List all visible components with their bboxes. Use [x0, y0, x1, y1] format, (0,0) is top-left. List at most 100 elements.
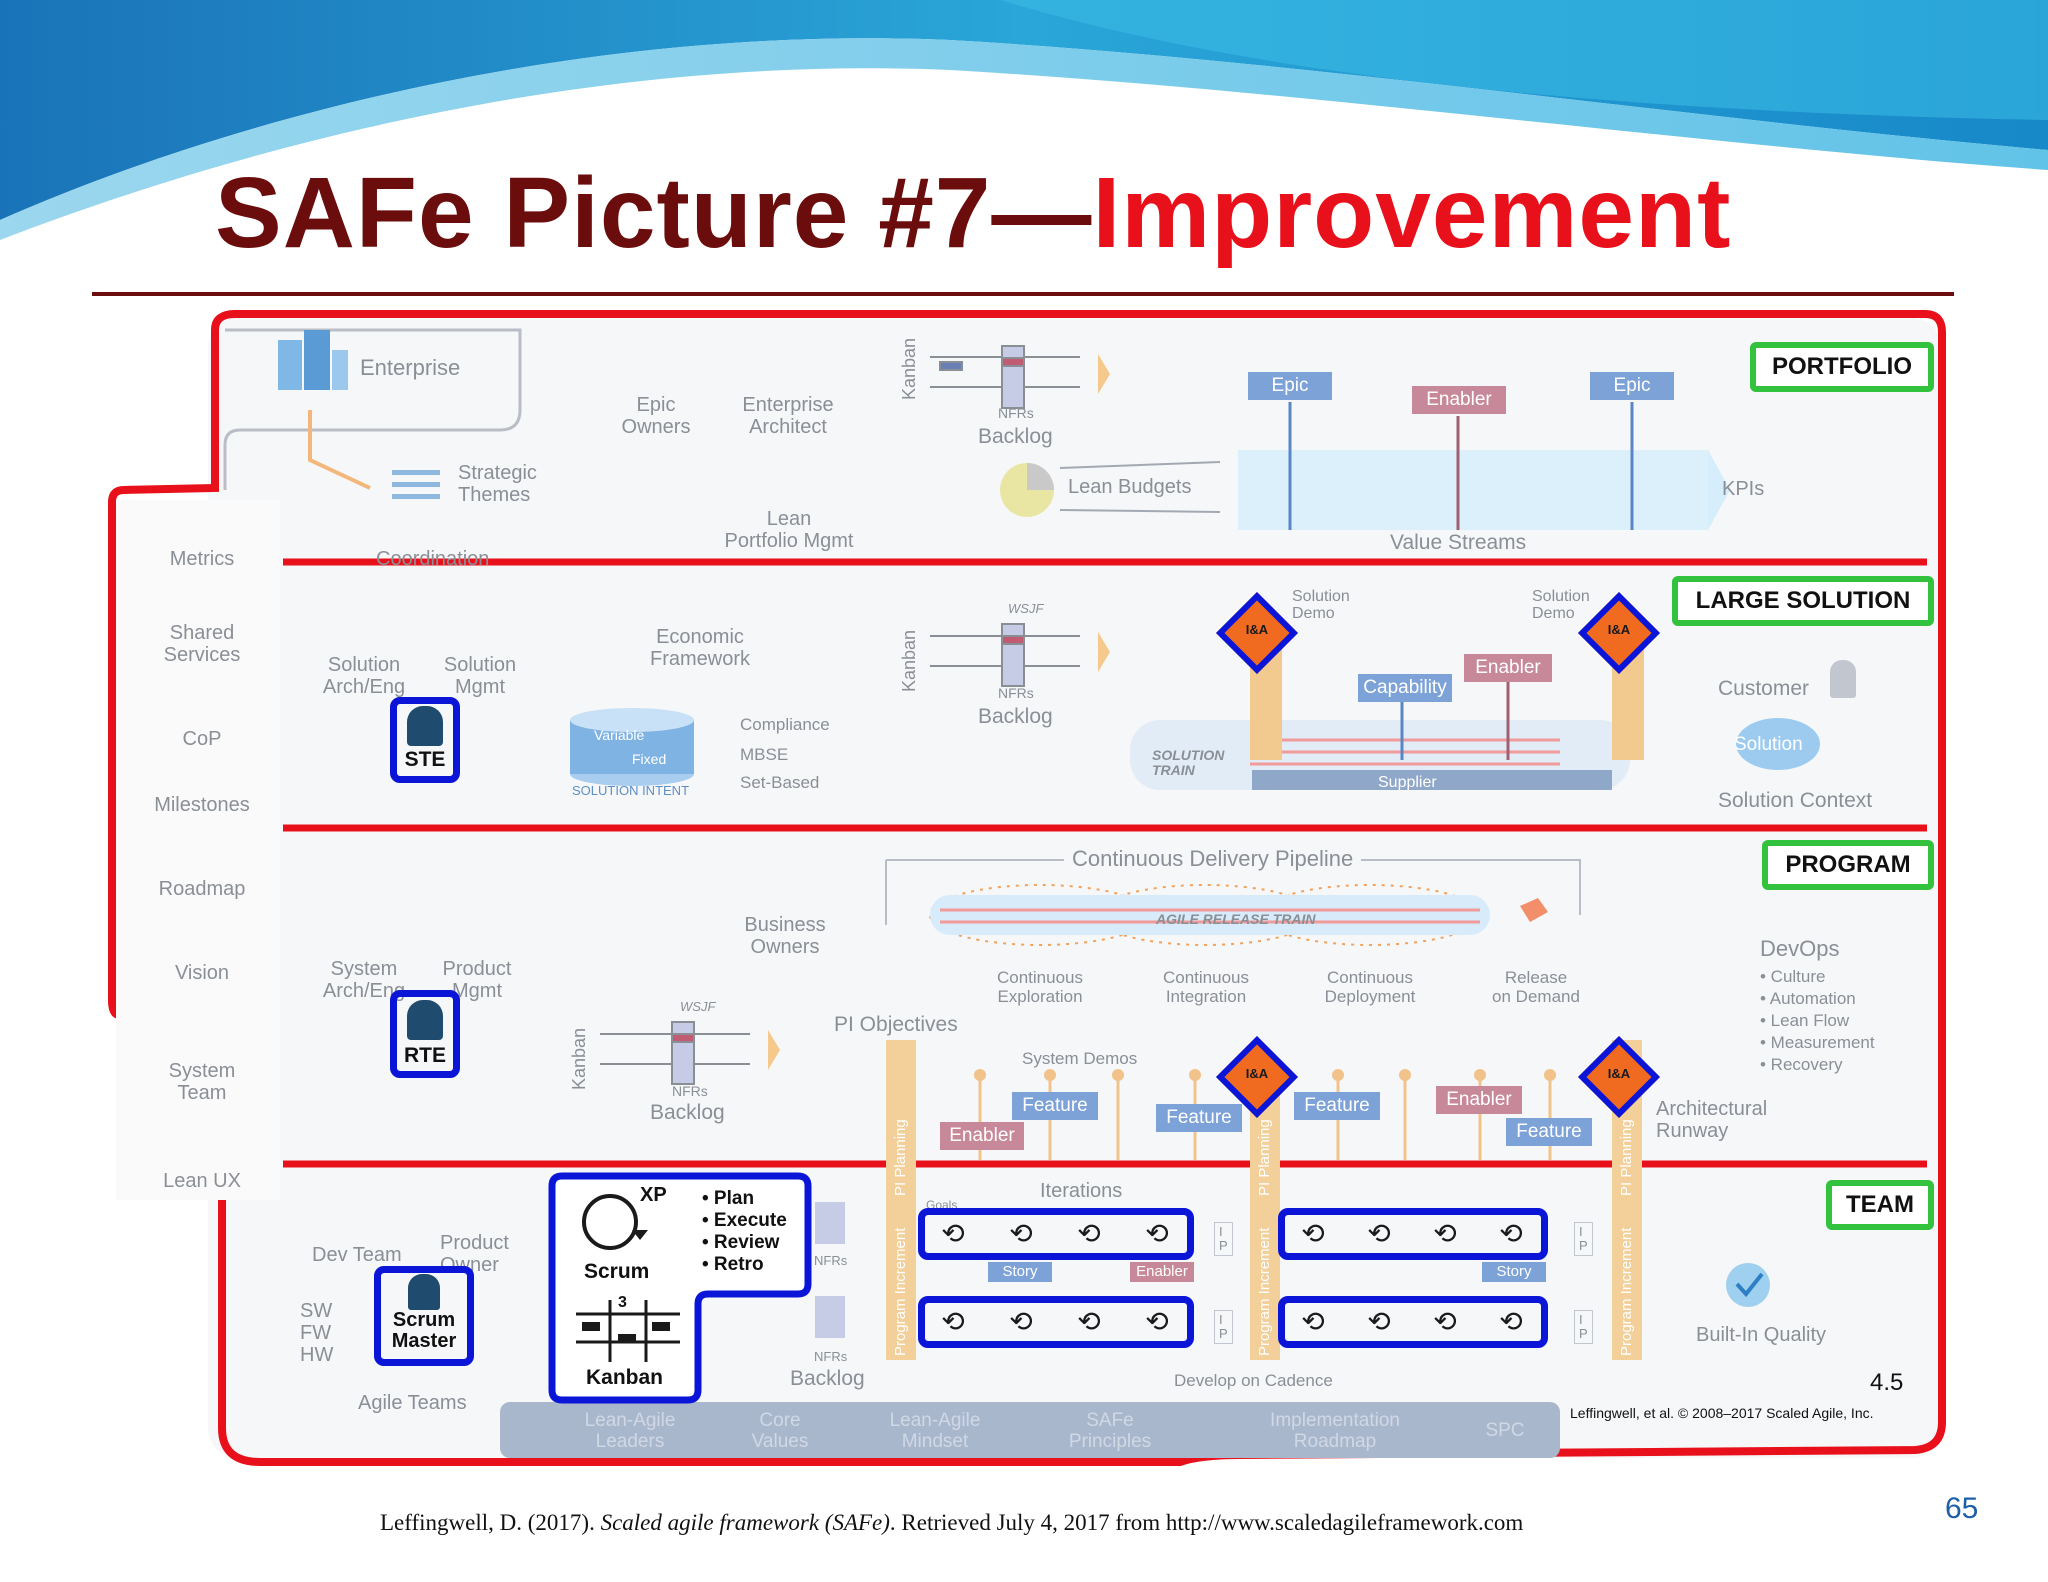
- program-wsjf-label: WSJF: [680, 999, 716, 1014]
- value-streams-band: [1238, 450, 1708, 530]
- pi-planning-label-1: PI Planning: [892, 1119, 909, 1196]
- ste-highlight-box: [390, 697, 460, 783]
- enterprise-label: Enterprise: [360, 355, 461, 380]
- kanban-label: Kanban: [586, 1366, 664, 1389]
- pi-planning-bar-1: [886, 1040, 916, 1360]
- ip-marker-4: I P: [1574, 1310, 1593, 1344]
- solution-nfrs-label: NFRs: [998, 685, 1034, 701]
- foundation-bar: [500, 1402, 1560, 1458]
- level-tag-program: PROGRAM: [1762, 840, 1934, 890]
- team-nfrs-label-2: NFRs: [814, 1349, 848, 1364]
- iteration-icon: ⟲: [1145, 1217, 1169, 1249]
- supplier-label: Supplier: [1378, 774, 1437, 791]
- portfolio-nfrs-label: NFRs: [998, 405, 1034, 421]
- fw-label: FW: [300, 1322, 332, 1344]
- architectural-runway-label: Architectural Runway: [1656, 1098, 1768, 1142]
- enterprise-building-icon: [278, 330, 348, 390]
- continuous-exploration-label: Continuous Exploration: [996, 968, 1083, 1006]
- ste-person-icon: [407, 706, 443, 746]
- bullet-review: • Review: [702, 1232, 780, 1253]
- xp-label: XP: [640, 1184, 667, 1206]
- program-increment-label-3: Program Increment: [1618, 1227, 1635, 1356]
- solution-wsjf-label: WSJF: [1008, 601, 1044, 616]
- foundation-safe-principles: SAFe Principles: [1068, 1410, 1152, 1452]
- devops-label: DevOps: [1760, 936, 1840, 961]
- variable-label: Variable: [594, 727, 645, 743]
- team-story-2: Story: [1482, 1262, 1546, 1282]
- sidebar-item-lean-ux: Lean UX: [163, 1170, 241, 1192]
- program-increment-label-1: Program Increment: [892, 1227, 909, 1356]
- strategy-arrow: [308, 410, 371, 490]
- foundation-implementation-roadmap: Implementation Roadmap: [1270, 1410, 1400, 1452]
- ip-marker-1: I P: [1214, 1222, 1233, 1256]
- solution-demo-2-label: Solution Demo: [1532, 588, 1590, 622]
- sidebar-item-cop: CoP: [182, 728, 222, 750]
- value-streams-label: Value Streams: [1390, 531, 1527, 554]
- set-based-label: Set-Based: [740, 773, 820, 792]
- ia-diamond-solution-2-label: I&A: [1607, 622, 1631, 637]
- value-streams-arrow: [1708, 450, 1730, 530]
- team-backlog-icon-2: [815, 1296, 845, 1338]
- title-part-red: Improvement: [1092, 157, 1732, 269]
- develop-on-cadence-label: Develop on Cadence: [1174, 1371, 1333, 1390]
- program-enabler-2: Enabler: [1436, 1086, 1522, 1114]
- solution-kanban-board-icon: [930, 623, 1080, 687]
- foundation-core-values: Core Values: [751, 1410, 809, 1452]
- built-in-quality-icon: [1726, 1263, 1770, 1307]
- program-increment-label-2: Program Increment: [1256, 1227, 1273, 1356]
- program-feature-3: Feature: [1294, 1092, 1380, 1120]
- level-tag-portfolio: PORTFOLIO: [1750, 342, 1934, 392]
- iterations-box-3: [918, 1296, 1194, 1348]
- solution-enabler: Enabler: [1464, 654, 1552, 682]
- scrum-master-highlight-box: [374, 1266, 474, 1366]
- program-backlog-label: Backlog: [650, 1101, 725, 1124]
- iteration-icon: ⟲: [1009, 1305, 1033, 1337]
- devops-item-recovery: • Recovery: [1760, 1055, 1843, 1074]
- system-demos-label: System Demos: [1022, 1049, 1138, 1068]
- iteration-icon: ⟲: [1077, 1305, 1101, 1337]
- solution-backlog-label: Backlog: [978, 705, 1053, 728]
- pi-planning-label-3: PI Planning: [1618, 1119, 1635, 1196]
- level-tag-team: TEAM: [1826, 1180, 1934, 1230]
- solution-kanban-label: Kanban: [899, 629, 919, 692]
- strategic-themes-label: Strategic Themes: [458, 462, 537, 506]
- ia-diamond-program-2-label: I&A: [1607, 1066, 1631, 1081]
- iterations-label: Iterations: [1040, 1180, 1123, 1202]
- customer-person-icon: [1830, 660, 1856, 698]
- foundation-spc: SPC: [1485, 1420, 1525, 1441]
- red-frame: [108, 310, 1946, 1466]
- sidebar-item-metrics: Metrics: [169, 548, 235, 570]
- solution-intent-label: SOLUTION INTENT: [572, 783, 690, 798]
- page-number: 65: [1945, 1492, 1979, 1525]
- iteration-icon: ⟲: [1433, 1305, 1457, 1337]
- rte-highlight-box: [390, 990, 460, 1078]
- iteration-icon: ⟲: [1499, 1217, 1523, 1249]
- program-feature-2: Feature: [1156, 1104, 1242, 1132]
- fixed-label: Fixed: [632, 751, 667, 767]
- ia-diamond-program-1-label: I&A: [1245, 1066, 1269, 1081]
- program-nfrs-label: NFRs: [672, 1083, 708, 1099]
- solution-oval-label: Solution: [1734, 734, 1803, 755]
- iteration-icon: ⟲: [1499, 1305, 1523, 1337]
- iteration-icon: ⟲: [1301, 1305, 1325, 1337]
- title-part-dark: SAFe Picture #7—: [215, 157, 1093, 269]
- portfolio-kanban-label: Kanban: [899, 337, 919, 400]
- solution-context-oval: [1736, 718, 1820, 770]
- sidebar-item-system-team: System Team: [168, 1060, 236, 1104]
- devops-item-lean-flow: • Lean Flow: [1760, 1011, 1850, 1030]
- iteration-icon: ⟲: [1367, 1217, 1391, 1249]
- compliance-label: Compliance: [740, 715, 830, 734]
- sidebar-item-vision: Vision: [174, 962, 230, 984]
- team-backlog-icon-1: [815, 1202, 845, 1244]
- sw-label: SW: [300, 1300, 333, 1322]
- coordination-label: Coordination: [376, 548, 490, 570]
- art-band: [930, 895, 1490, 935]
- portfolio-kanban-board-icon: [930, 345, 1080, 409]
- cd-pipeline-label: Continuous Delivery Pipeline: [1064, 848, 1362, 870]
- ip-marker-3: I P: [1574, 1222, 1593, 1256]
- sidebar-item-milestones: Milestones: [154, 794, 250, 816]
- continuous-deployment-label: Continuous Deployment: [1324, 968, 1416, 1006]
- lean-budgets-label: Lean Budgets: [1068, 476, 1192, 498]
- pi-planning-label-2: PI Planning: [1256, 1119, 1273, 1196]
- iteration-icon: ⟲: [941, 1305, 965, 1337]
